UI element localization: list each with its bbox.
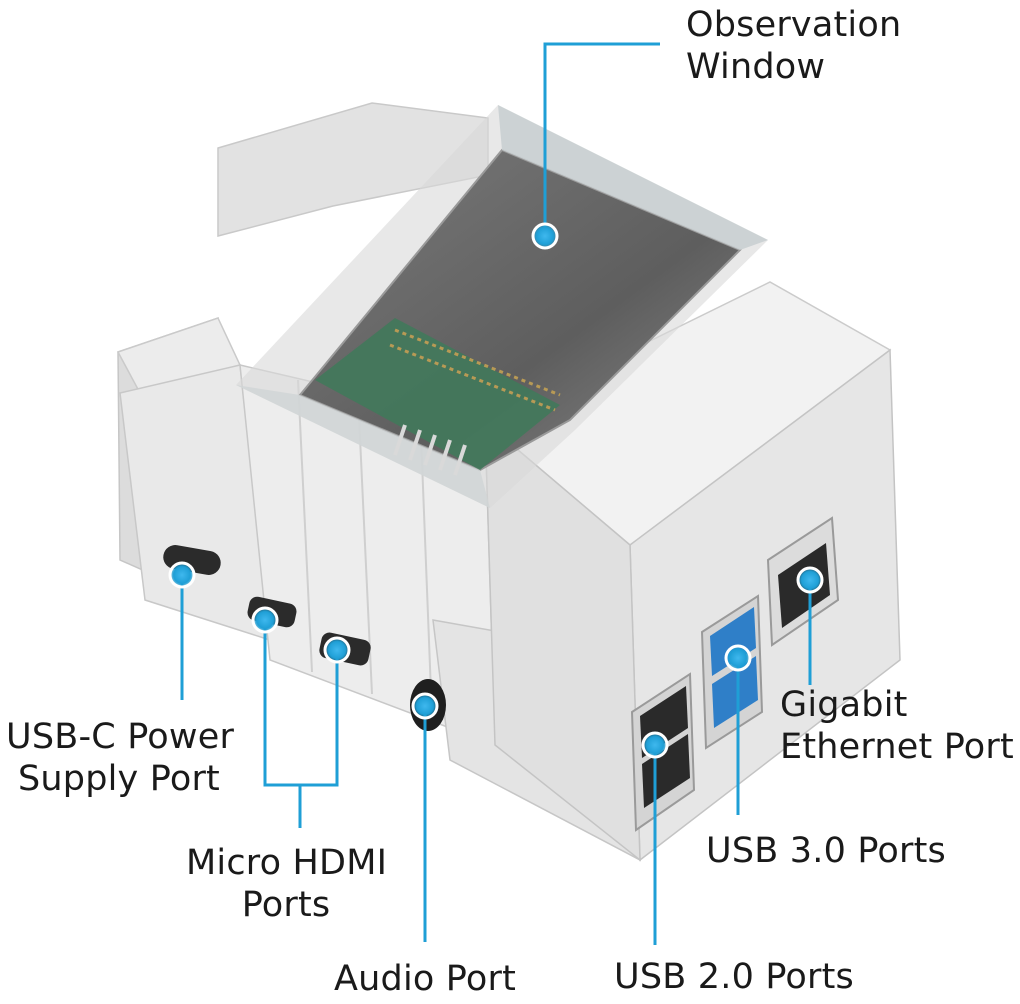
label-line: Observation bbox=[686, 5, 902, 45]
dot-audio bbox=[411, 692, 439, 720]
dot-micro-hdmi-1 bbox=[251, 606, 279, 634]
dot-micro-hdmi-2 bbox=[323, 636, 351, 664]
label-line: Supply Port bbox=[18, 759, 220, 799]
label-line: Micro HDMI bbox=[186, 843, 388, 883]
dot-ethernet bbox=[796, 566, 824, 594]
label-line: Ethernet Port bbox=[780, 727, 1014, 767]
label-line: Ports bbox=[241, 885, 331, 925]
label-line: Gigabit bbox=[780, 685, 908, 725]
label-line: Window bbox=[686, 47, 826, 87]
label-micro-hdmi: Micro HDMI Ports bbox=[186, 842, 388, 926]
dot-usb2 bbox=[641, 731, 669, 759]
label-line: USB 3.0 Ports bbox=[706, 831, 946, 871]
dot-usb-c bbox=[168, 561, 196, 589]
dot-observation-window bbox=[531, 222, 559, 250]
label-line: USB-C Power bbox=[6, 717, 235, 757]
label-usb2: USB 2.0 Ports bbox=[614, 956, 854, 998]
callout-dots bbox=[168, 222, 824, 759]
case-body bbox=[116, 102, 901, 862]
label-audio-port: Audio Port bbox=[334, 958, 516, 1000]
label-gigabit-ethernet: Gigabit Ethernet Port bbox=[780, 684, 1014, 768]
label-usb3: USB 3.0 Ports bbox=[706, 830, 946, 872]
observation-window-cover bbox=[236, 105, 768, 508]
dot-usb3 bbox=[724, 644, 752, 672]
label-line: USB 2.0 Ports bbox=[614, 957, 854, 997]
label-usb-c-power: USB-C Power Supply Port bbox=[6, 716, 234, 800]
callout-lines bbox=[180, 42, 812, 945]
label-observation-window: Observation Window bbox=[686, 4, 901, 88]
callout-observation-window bbox=[543, 42, 660, 236]
label-line: Audio Port bbox=[334, 959, 516, 999]
